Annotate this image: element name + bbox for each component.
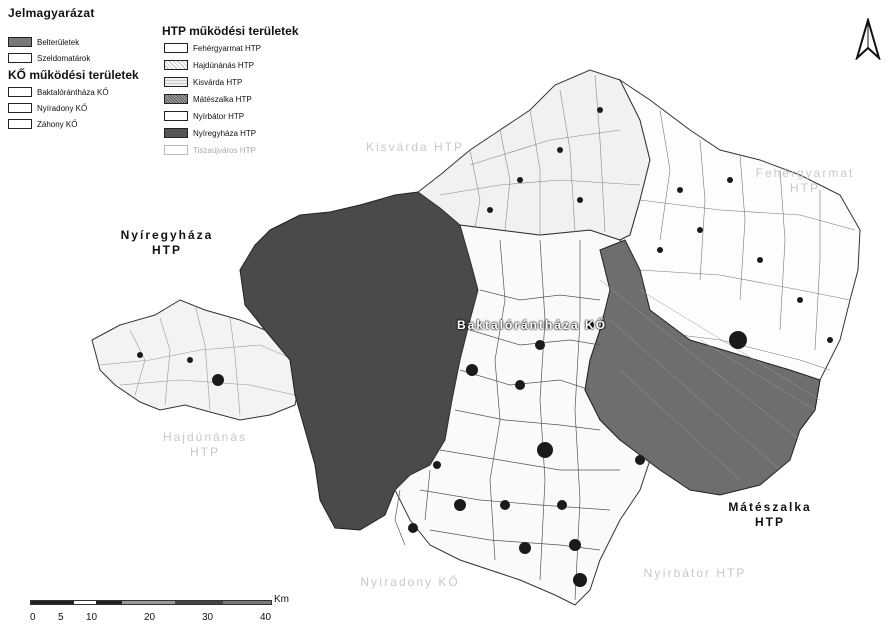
region-hajdunanas xyxy=(91,299,301,421)
label-nyiradony: Nyíradony KŐ xyxy=(360,575,460,589)
legend-ko-heading: KŐ működési területek xyxy=(8,68,139,82)
scale-tick: 20 xyxy=(144,612,156,623)
legend-label: Nyíregyháza HTP xyxy=(193,128,257,138)
legend-label: Tiszaújváros HTP xyxy=(193,145,256,155)
legend-swatch xyxy=(8,87,32,97)
legend-label: Nyíradony KŐ xyxy=(37,103,88,113)
legend-label: Nyírbátor HTP xyxy=(193,111,245,121)
scale-tick: 5 xyxy=(58,612,64,623)
region-kisvarda xyxy=(417,69,651,241)
label-line: Nyíregyháza xyxy=(120,228,214,242)
legend-item-htp: Tiszaújváros HTP xyxy=(164,144,256,156)
legend-item-htp: Nyírbátor HTP xyxy=(164,110,244,122)
label-line: Fehérgyarmat xyxy=(755,166,855,180)
label-line: Hajdúnánás xyxy=(162,430,248,444)
legend-title: Jelmagyarázat xyxy=(8,6,95,20)
label-line: HTP xyxy=(190,445,220,459)
legend-swatch xyxy=(8,37,32,47)
label-baktalorant: Baktalórántháza KŐ xyxy=(456,318,608,332)
scale-bar-graphic xyxy=(30,600,272,605)
scale-tick: 30 xyxy=(202,612,214,623)
legend-item-htp: Kisvárda HTP xyxy=(164,76,242,88)
legend-htp-heading: HTP működési területek xyxy=(162,24,299,38)
legend-swatch xyxy=(164,128,188,138)
legend-item-htp: Hajdúnánás HTP xyxy=(164,59,254,71)
legend-swatch xyxy=(164,60,188,70)
legend-item-ko: Záhony KŐ xyxy=(8,118,77,130)
legend-item-htp: Nyíregyháza HTP xyxy=(164,127,256,139)
legend-label: Fehérgyarmat HTP xyxy=(193,43,262,53)
legend-swatch xyxy=(8,53,32,63)
scale-tick: 0 xyxy=(30,612,36,623)
label-line: HTP xyxy=(790,181,820,195)
label-hajdunanas: Hajdúnánás HTP xyxy=(135,430,275,460)
legend-label: Belterületek xyxy=(37,37,80,47)
region-kisvarda-grid xyxy=(439,74,641,235)
label-kisvarda: Kisvárda HTP xyxy=(365,140,465,154)
legend-item-ko: Baktalórántháza KŐ xyxy=(8,86,109,98)
scale-unit: Km xyxy=(274,594,289,605)
legend-swatch xyxy=(8,103,32,113)
region-tiszaujvaros xyxy=(300,122,345,150)
legend-item-built: Belterületek xyxy=(8,36,79,48)
legend-swatch xyxy=(8,119,32,129)
legend-swatch xyxy=(164,43,188,53)
legend-item-htp: Fehérgyarmat HTP xyxy=(164,42,261,54)
legend: Jelmagyarázat Belterületek Szeldomatárok… xyxy=(8,6,368,206)
label-line: Mátészalka xyxy=(728,500,812,514)
legend-item-farm: Szeldomatárok xyxy=(8,52,90,64)
scale-tick: 40 xyxy=(260,612,272,623)
north-arrow-icon xyxy=(855,18,881,60)
legend-label: Mátészalka HTP xyxy=(193,94,252,104)
legend-label: Baktalórántháza KŐ xyxy=(37,87,109,97)
legend-swatch xyxy=(164,111,188,121)
scale-tick: 10 xyxy=(86,612,98,623)
legend-item-htp: Mátészalka HTP xyxy=(164,93,252,105)
label-line: HTP xyxy=(755,515,785,529)
region-mateszalka xyxy=(584,239,821,496)
region-hajdunanas-grid xyxy=(99,304,296,416)
legend-label: Záhony KŐ xyxy=(37,119,78,129)
legend-label: Hajdúnánás HTP xyxy=(193,60,254,70)
legend-label: Szeldomatárok xyxy=(37,53,91,63)
legend-item-ko: Nyíradony KŐ xyxy=(8,102,87,114)
region-mateszalka-texture xyxy=(599,279,821,481)
legend-swatch xyxy=(164,145,188,155)
legend-label: Kisvárda HTP xyxy=(193,77,243,87)
label-nyiregyhaza: Nyíregyháza HTP xyxy=(92,228,242,258)
legend-swatch xyxy=(164,77,188,87)
label-fehergyarmat: Fehérgyarmat HTP xyxy=(735,166,875,196)
label-line: HTP xyxy=(152,243,182,257)
legend-swatch xyxy=(164,94,188,104)
label-nyirbator: Nyírbátor HTP xyxy=(643,566,747,580)
label-mateszalka: Mátészalka HTP xyxy=(700,500,840,530)
built-up-areas xyxy=(137,107,833,587)
